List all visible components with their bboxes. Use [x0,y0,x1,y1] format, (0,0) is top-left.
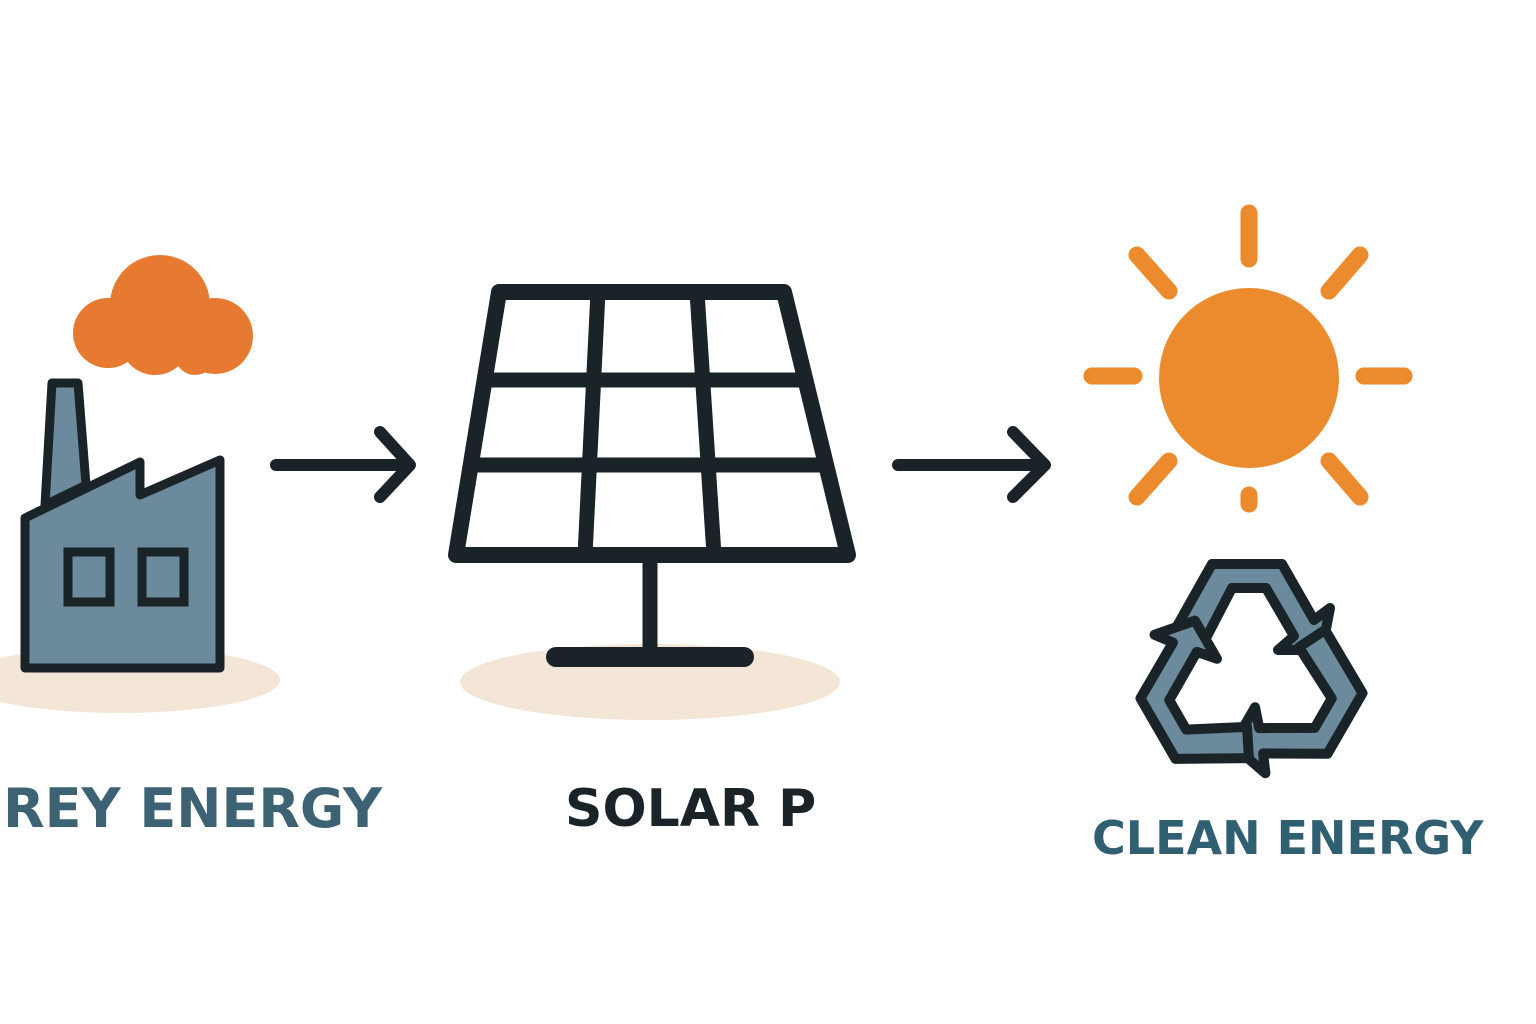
clean-energy-label: CLEAN ENERGY [1092,811,1484,865]
factory-icon [0,255,280,713]
arrow-right-icon [892,426,1051,503]
grey-energy-label: REY ENERGY [3,777,383,840]
solar-panel-icon [448,284,856,720]
smoke-cloud-icon [73,255,253,375]
sun-icon [1083,204,1413,513]
recycle-icon [1135,559,1368,779]
solar-label: SOLAR P [565,779,816,839]
arrow-right-icon [270,426,416,503]
